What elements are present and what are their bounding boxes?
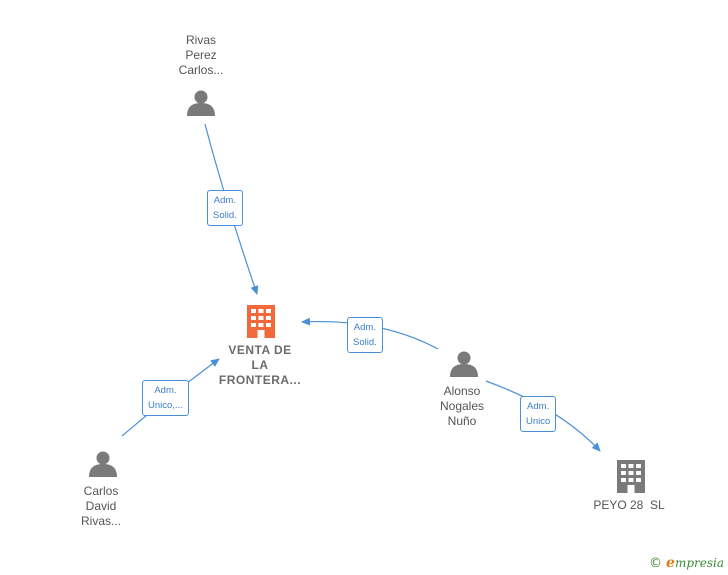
edge-label-carlos-venta[interactable]: Adm. Unico,...: [142, 380, 189, 416]
node-label-line: Nogales: [439, 399, 485, 413]
edge-label-line: Adm.: [213, 195, 236, 206]
person-icon[interactable]: [450, 351, 478, 378]
edge-label-line: Adm.: [154, 385, 177, 396]
node-label-venta[interactable]: VENTA DE LA FRONTERA...: [214, 343, 306, 388]
node-label-line: Carlos...: [178, 63, 224, 77]
node-label-line: Rivas...: [80, 514, 121, 528]
node-label-line: Alonso: [443, 384, 481, 398]
edge-label-line: Unico: [526, 416, 551, 427]
edge-label-alonso-venta[interactable]: Adm. Solid.: [347, 317, 383, 353]
node-label-line: Carlos: [83, 484, 119, 498]
edge-label-rivas-venta[interactable]: Adm. Solid.: [207, 190, 243, 226]
building-icon[interactable]: [617, 460, 645, 493]
node-label-line: Rivas: [185, 33, 216, 47]
edge-label-alonso-peyo[interactable]: Adm. Unico: [520, 396, 557, 432]
empresia-logo: ©empresia: [649, 555, 724, 571]
node-label-line: PEYO 28 SL: [593, 498, 665, 512]
node-label-line: LA: [251, 358, 269, 372]
node-label-alonso[interactable]: Alonso Nogales Nuño: [426, 384, 498, 429]
brand-name: mpresia: [674, 556, 724, 570]
building-icon[interactable]: [247, 305, 275, 338]
node-label-line: David: [85, 499, 117, 513]
node-label-line: FRONTERA...: [218, 373, 302, 387]
edge-label-line: Solid.: [353, 337, 377, 348]
node-label-peyo[interactable]: PEYO 28 SL: [586, 498, 672, 513]
edge-label-line: Solid.: [213, 210, 237, 221]
copyright-symbol: ©: [649, 556, 663, 571]
node-label-carlos[interactable]: Carlos David Rivas...: [65, 484, 137, 529]
edge-label-line: Adm.: [353, 322, 376, 333]
node-label-line: VENTA DE: [228, 343, 292, 357]
brand-initial: e: [666, 555, 675, 571]
person-icon[interactable]: [89, 451, 117, 478]
edge-label-line: Adm.: [527, 401, 550, 412]
person-icon[interactable]: [187, 90, 215, 117]
node-label-rivas[interactable]: Rivas Perez Carlos...: [166, 33, 236, 78]
node-label-line: Perez: [185, 48, 217, 62]
edge-label-line: Unico,...: [148, 400, 183, 411]
node-label-line: Nuño: [447, 414, 477, 428]
